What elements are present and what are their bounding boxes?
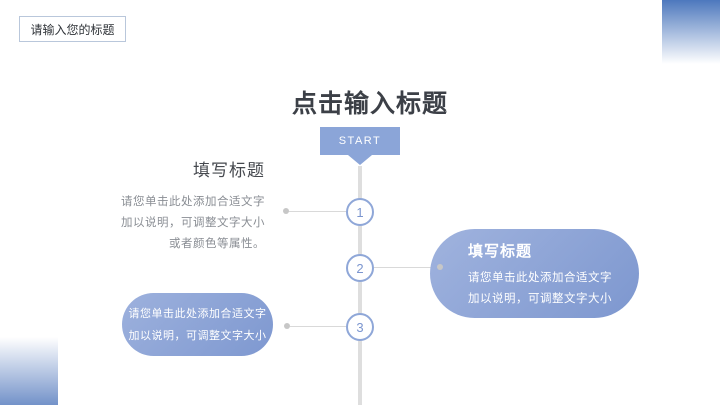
connector-dot-step-1 [283, 208, 289, 214]
step-2-heading: 填写标题 [468, 243, 533, 260]
connector-dot-step-3 [284, 323, 290, 329]
corner-gradient-bottom-left [0, 337, 58, 405]
timeline-step-3-number: 3 [356, 319, 364, 335]
step-1-body-line: 加以说明，可调整文字大小 [121, 217, 265, 229]
step-2-body-line: 加以说明，可调整文字大小 [468, 293, 612, 305]
connector-dot-step-2 [437, 264, 443, 270]
timeline-step-2-circle[interactable]: 2 [346, 254, 374, 282]
timeline-step-1-number: 1 [356, 204, 364, 220]
slide-header-placeholder[interactable]: 请输入您的标题 [19, 16, 126, 42]
connector-line-step-1 [286, 211, 346, 212]
timeline-start-label: START [338, 135, 382, 147]
step-2-capsule[interactable]: 填写标题 请您单击此处添加合适文字 加以说明，可调整文字大小 [430, 229, 639, 318]
timeline-step-3-circle[interactable]: 3 [346, 313, 374, 341]
slide-header-placeholder-label: 请输入您的标题 [30, 22, 115, 37]
step-1-body-line: 或者颜色等属性。 [169, 238, 265, 250]
timeline-start-flag[interactable]: START [320, 127, 400, 155]
connector-line-step-2 [374, 267, 440, 268]
step-1-text-block[interactable]: 填写标题 请您单击此处添加合适文字 加以说明，可调整文字大小 或者颜色等属性。 [85, 156, 265, 255]
slide-title[interactable]: 点击输入标题 [291, 90, 448, 118]
connector-line-step-3 [290, 326, 346, 327]
step-3-capsule[interactable]: 请您单击此处添加合适文字 加以说明，可调整文字大小 [122, 293, 273, 356]
timeline-spine [358, 166, 362, 405]
timeline-step-2-number: 2 [356, 260, 364, 276]
step-2-body-line: 请您单击此处添加合适文字 [468, 272, 612, 284]
corner-gradient-top-right [662, 0, 720, 64]
step-3-body-line: 请您单击此处添加合适文字 [128, 307, 267, 320]
step-1-heading: 填写标题 [193, 161, 265, 180]
step-3-body-line: 加以说明，可调整文字大小 [128, 329, 267, 342]
step-1-body-line: 请您单击此处添加合适文字 [121, 196, 265, 208]
timeline-step-1-circle[interactable]: 1 [346, 198, 374, 226]
